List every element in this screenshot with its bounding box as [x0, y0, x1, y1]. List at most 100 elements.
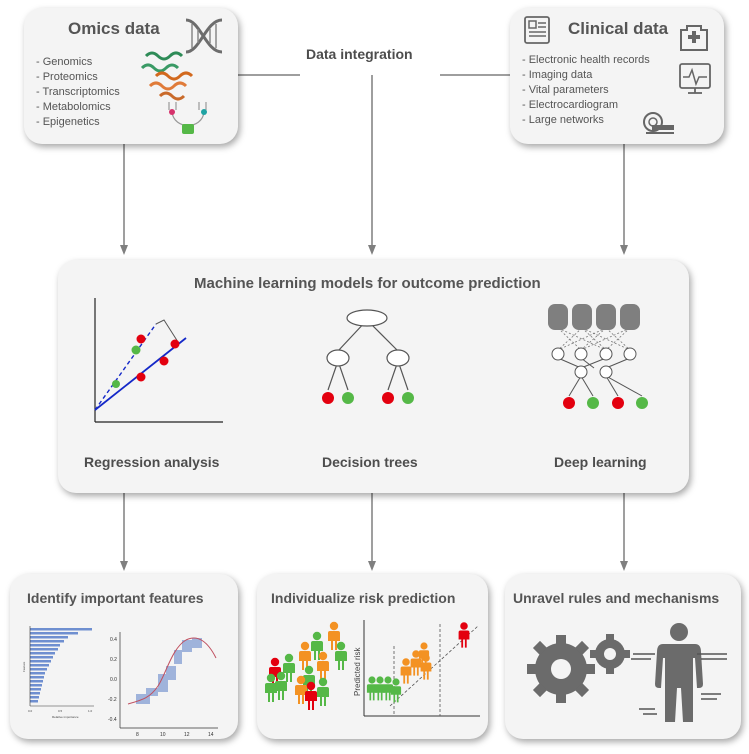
omics-item: - Proteomics — [36, 71, 98, 83]
bar-xtick: 0.0 — [28, 709, 33, 713]
features-title: Identify important features — [27, 590, 204, 606]
tree-node — [386, 349, 410, 367]
scatter-ytick: -0.2 — [108, 697, 117, 703]
scatter-ytick: 0.0 — [110, 677, 117, 683]
clinical-data-box: Clinical data - Electronic health record… — [510, 8, 724, 144]
risk-chart: Predicted risk — [353, 620, 480, 717]
person-icon — [305, 681, 317, 710]
regression-label: Regression analysis — [84, 454, 220, 470]
person-icon — [366, 676, 378, 701]
person-icon — [458, 622, 470, 648]
metabolite-icon — [168, 102, 207, 134]
person-icon — [265, 673, 277, 702]
deep-learning-label: Deep learning — [554, 454, 647, 470]
nn-hidden-node — [623, 347, 637, 361]
ml-title: Machine learning models for outcome pred… — [194, 275, 541, 292]
nn-output-node — [612, 397, 624, 409]
data-point — [136, 334, 146, 344]
risk-ylabel: Predicted risk — [353, 647, 362, 696]
ml-models-box: Machine learning models for outcome pred… — [58, 260, 689, 493]
omics-title: Omics data — [68, 19, 160, 38]
tree-leaf — [402, 392, 414, 404]
person-icon — [295, 675, 307, 704]
health-record-icon — [524, 16, 550, 44]
person-icon — [283, 653, 295, 682]
nn-input-node — [572, 304, 592, 330]
dna-helix-icon — [185, 18, 223, 54]
bar-xlabel: Relative importance — [52, 715, 79, 719]
data-point — [131, 345, 141, 355]
tree-root-node — [346, 309, 388, 327]
prediction-line-dashed — [94, 323, 157, 411]
bar-ylabel: Feature — [22, 661, 26, 672]
nn-hidden-node — [574, 347, 588, 361]
nn-input-node — [596, 304, 616, 330]
mri-scanner-icon — [643, 112, 674, 134]
omics-item: - Genomics — [36, 56, 93, 68]
neural-network — [548, 304, 648, 409]
clinical-item: - Imaging data — [522, 69, 593, 81]
omics-list: - Genomics - Proteomics - Transcriptomic… — [36, 55, 120, 130]
data-point — [136, 372, 146, 382]
hospital-icon — [680, 25, 708, 51]
nn-hidden-node — [599, 347, 613, 361]
person-icon — [335, 641, 347, 670]
regression-plot — [94, 298, 223, 423]
omics-item: - Metabolomics — [36, 101, 111, 113]
data-integration-label: Data integration — [306, 46, 413, 62]
nn-hidden-node — [599, 365, 613, 379]
person-icon — [374, 676, 386, 701]
clinical-title: Clinical data — [568, 19, 669, 38]
vital-monitor-icon — [679, 63, 711, 94]
gears-icon — [527, 634, 630, 703]
features-box: Identify important features Feature 0.0 … — [10, 574, 238, 739]
tree-leaf — [382, 392, 394, 404]
person-icon — [418, 642, 430, 667]
tree-node — [326, 349, 350, 367]
partial-dependence-plot: 0.4 0.2 0.0 -0.2 -0.4 8 10 12 14 — [108, 632, 218, 738]
protein-structure-icon — [140, 51, 194, 101]
nn-output-node — [587, 397, 599, 409]
person-icon — [317, 677, 329, 706]
data-point — [170, 339, 180, 349]
nn-hidden-node — [574, 365, 588, 379]
omics-item: - Epigenetics — [36, 116, 100, 128]
scatter-ytick: 0.2 — [110, 657, 117, 663]
person-icon — [400, 658, 412, 684]
person-icon — [275, 671, 287, 700]
clinical-item: - Electronic health records — [522, 54, 650, 66]
scatter-xtick: 14 — [208, 732, 214, 738]
person-icon — [299, 641, 311, 670]
decision-tree — [322, 309, 414, 404]
feature-importance-chart: Feature 0.0 0.5 1.0 Relative importance — [22, 626, 94, 719]
human-figure-icon — [655, 623, 703, 722]
person-icon — [382, 676, 394, 701]
bar-xtick: 1.0 — [88, 709, 93, 713]
rules-mechanisms-box: Unravel rules and mechanisms — [505, 574, 741, 739]
nn-input-node — [620, 304, 640, 330]
nn-output-node — [636, 397, 648, 409]
rule-lines-icon — [631, 653, 727, 715]
scatter-xtick: 8 — [136, 732, 139, 738]
omics-data-box: Omics data - Genomics - Proteomics - Tra… — [24, 8, 238, 144]
omics-item: - Transcriptomics — [36, 86, 120, 98]
bar-xtick: 0.5 — [58, 709, 63, 713]
scatter-ytick: -0.4 — [108, 717, 117, 723]
data-point — [159, 356, 169, 366]
clinical-item: - Large networks — [522, 114, 604, 126]
nn-output-node — [563, 397, 575, 409]
scatter-xtick: 12 — [184, 732, 190, 738]
tree-leaf — [322, 392, 334, 404]
clinical-list: - Electronic health records - Imaging da… — [522, 53, 650, 128]
person-icon — [390, 678, 402, 703]
nn-hidden-node — [551, 347, 565, 361]
data-point — [112, 380, 120, 388]
scatter-xtick: 10 — [160, 732, 166, 738]
scatter-ytick: 0.4 — [110, 637, 117, 643]
rules-title: Unravel rules and mechanisms — [513, 590, 720, 606]
clinical-item: - Vital parameters — [522, 84, 609, 96]
decision-trees-label: Decision trees — [322, 454, 418, 470]
patient-crowd-icon — [265, 621, 347, 710]
risk-prediction-box: Individualize risk prediction Predicted … — [257, 574, 488, 739]
